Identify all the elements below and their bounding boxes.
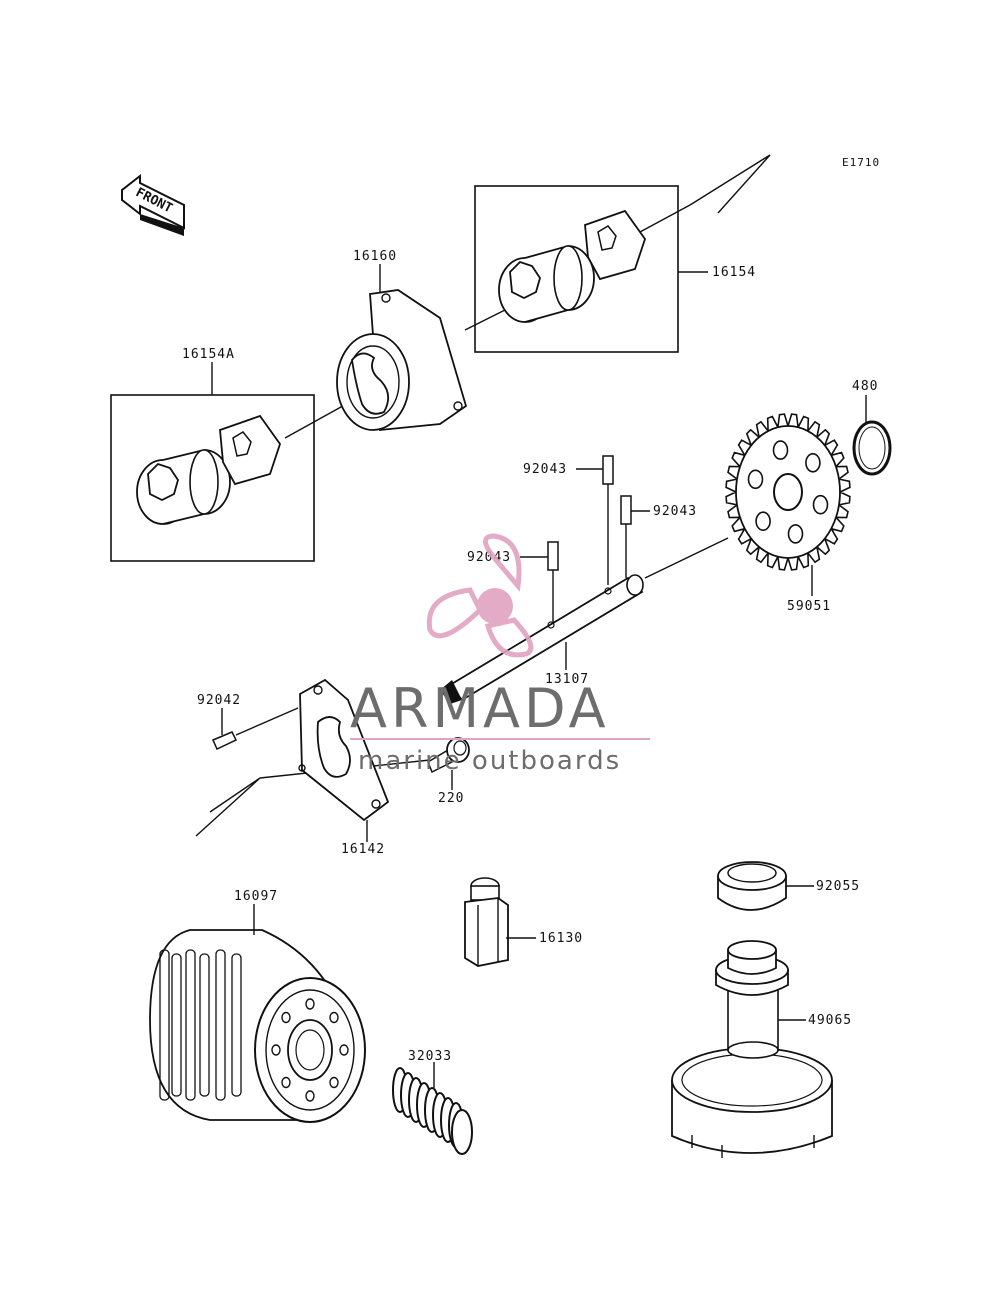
label-16130: 16130: [539, 931, 583, 946]
pump-body-16160: [336, 289, 468, 431]
pin-92043-a: [602, 455, 614, 585]
filter-hole: [281, 1011, 291, 1024]
filter-hole: [281, 1076, 291, 1089]
rotor-set-16154: [474, 185, 679, 353]
label-16154A: 16154A: [182, 347, 235, 362]
label-49065: 49065: [808, 1013, 852, 1028]
label-92055: 92055: [816, 879, 860, 894]
cap-92055: [717, 861, 787, 911]
propeller-logo-icon: [426, 533, 534, 658]
label-16154: 16154: [712, 265, 756, 280]
filter-hole: [305, 998, 315, 1010]
label-92043-b: 92043: [653, 504, 697, 519]
label-13107: 13107: [545, 672, 589, 687]
sprocket-hole: [772, 440, 789, 460]
sprocket-59051: [725, 413, 851, 571]
oil-filter-16097: [149, 929, 366, 1123]
pin-92042: [212, 731, 238, 751]
label-480: 480: [852, 379, 878, 394]
filter-flute: [159, 949, 170, 1101]
label-32033: 32033: [408, 1049, 452, 1064]
bolt-220: [427, 737, 470, 774]
label-92042: 92042: [197, 693, 241, 708]
filter-hole: [329, 1076, 339, 1089]
rotor-set-16154A: [110, 394, 315, 562]
watermark-tagline: marine outboards: [358, 746, 621, 776]
label-220: 220: [438, 791, 464, 806]
spring-end: [451, 1109, 473, 1155]
label-16142: 16142: [341, 842, 385, 857]
diagram-code: E1710: [842, 156, 880, 169]
filter-flute: [199, 953, 210, 1097]
pump-cover-16142: [298, 678, 390, 822]
fitting-16130: [464, 877, 509, 967]
label-59051: 59051: [787, 599, 831, 614]
shaft-13107: [440, 574, 644, 704]
filter-flute: [171, 953, 182, 1097]
filter-flute: [185, 949, 196, 1101]
label-92043-a: 92043: [523, 462, 567, 477]
armada-watermark: ARMADA marine outboards: [350, 533, 650, 776]
sprocket-hole: [805, 452, 821, 473]
circlip-480: [852, 420, 892, 476]
front-arrow-icon: FRONT: [121, 173, 185, 236]
spring-32033: [392, 1067, 473, 1155]
sprocket-hole: [755, 511, 771, 532]
filter-hole: [305, 1090, 315, 1102]
label-16097: 16097: [234, 889, 278, 904]
sprocket-hole: [747, 469, 764, 490]
sprocket-hole: [812, 494, 829, 515]
housing-49065: [671, 940, 833, 1158]
filter-flute: [215, 949, 226, 1101]
sprocket-hole: [787, 524, 804, 544]
pin-92043-c: [547, 541, 559, 622]
watermark-brand: ARMADA: [350, 677, 610, 740]
filter-hole: [329, 1011, 339, 1024]
label-16160: 16160: [353, 249, 397, 264]
filter-hole: [339, 1044, 349, 1056]
filter-hole: [271, 1044, 281, 1056]
pin-92043-b: [620, 495, 632, 578]
filter-flute: [231, 953, 242, 1097]
